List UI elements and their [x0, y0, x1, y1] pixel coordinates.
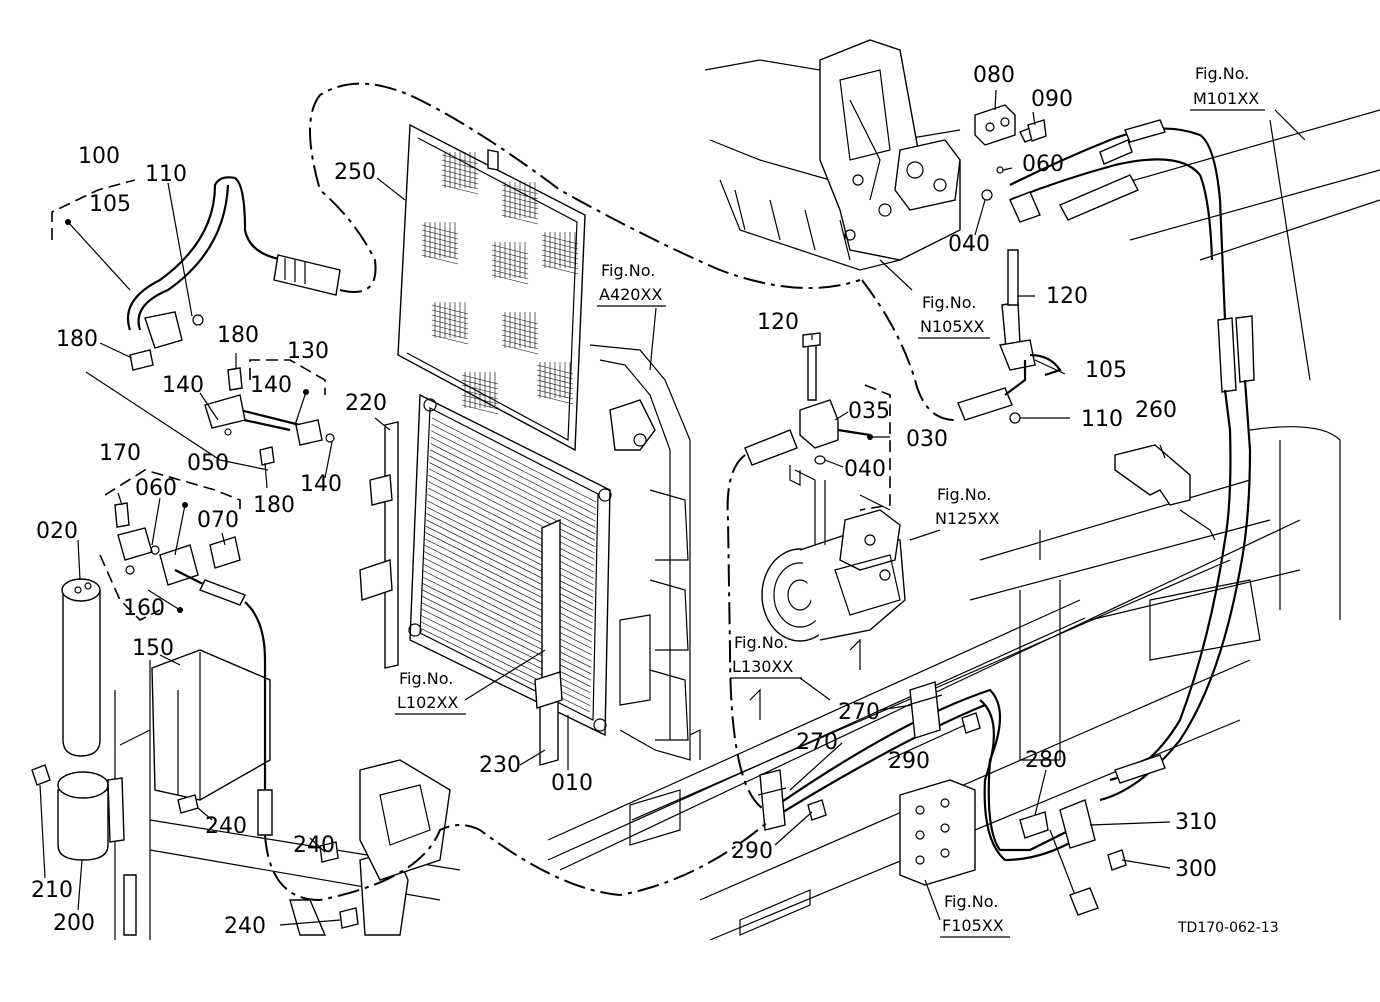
- label-105-right: 105: [1085, 358, 1127, 383]
- label-150: 150: [132, 636, 174, 661]
- bolt-090-part: [1019, 119, 1047, 143]
- pipe-100-part: [126, 176, 341, 371]
- pipe-130-part: [204, 367, 335, 466]
- receiver-drier-020-part: [61, 578, 101, 757]
- part-number-labels: 100 105 110 180 180 130 140 140 180 140 …: [31, 63, 1217, 939]
- oring-060-top: [996, 166, 1004, 174]
- label-290-a: 290: [888, 749, 930, 774]
- label-220: 220: [345, 391, 387, 416]
- label-030: 030: [906, 427, 948, 452]
- fig-code: L102XX: [397, 693, 458, 712]
- fig-label: Fig.No.: [1195, 64, 1249, 83]
- fig-label: Fig.No.: [937, 485, 991, 504]
- screen-250-part: [397, 123, 586, 452]
- oring-040-top: [981, 189, 993, 201]
- fig-label: Fig.No.: [399, 669, 453, 688]
- label-140-c: 140: [300, 472, 342, 497]
- bracket-220-part: [359, 421, 399, 669]
- engine-block: [704, 39, 961, 271]
- fig-ref-m101: Fig.No. M101XX: [1190, 64, 1265, 111]
- bracket-260-part: [1114, 444, 1216, 541]
- label-080: 080: [973, 63, 1015, 88]
- radiator-frame: [589, 344, 691, 761]
- label-240-a: 240: [205, 814, 247, 839]
- drawing-code: TD170-062-13: [1177, 920, 1279, 936]
- fig-label: Fig.No.: [922, 293, 976, 312]
- hose-condenser-top: [309, 82, 861, 293]
- label-140-b: 140: [162, 373, 204, 398]
- fig-code: N105XX: [920, 317, 984, 336]
- label-020: 020: [36, 519, 78, 544]
- fig-ref-a420: Fig.No. A420XX: [597, 261, 666, 307]
- bolt-240-b: [319, 841, 339, 863]
- bracket-230-part: [534, 671, 563, 766]
- drier-bracket-200-part: [31, 764, 125, 861]
- bolt-240-a: [177, 794, 199, 814]
- ac-hose-lower: [757, 681, 1127, 916]
- label-100: 100: [78, 144, 120, 169]
- label-310: 310: [1175, 810, 1217, 835]
- fig-ref-l102: Fig.No. L102XX: [395, 669, 466, 715]
- fig-label: Fig.No.: [601, 261, 655, 280]
- label-040-mid: 040: [844, 457, 886, 482]
- label-035: 035: [848, 399, 890, 424]
- fig-code: M101XX: [1193, 89, 1259, 108]
- label-260: 260: [1135, 398, 1177, 423]
- bolt-240-c: [339, 907, 359, 929]
- label-070: 070: [197, 508, 239, 533]
- compressor-fitting-035: [744, 332, 871, 486]
- condenser-010-part: [408, 393, 612, 737]
- fig-ref-n125: Fig.No. N125XX: [935, 485, 999, 528]
- fig-ref-f105: Fig.No. F105XX: [940, 892, 1010, 938]
- clamp-080-part: [974, 104, 1016, 146]
- label-130: 130: [287, 339, 329, 364]
- label-280: 280: [1025, 748, 1067, 773]
- fittings-050-part: [114, 502, 267, 790]
- label-170: 170: [99, 441, 141, 466]
- label-105-left: 105: [89, 192, 131, 217]
- label-140-a: 140: [250, 373, 292, 398]
- label-180-c: 180: [253, 493, 295, 518]
- label-290-b: 290: [731, 839, 773, 864]
- label-180-a: 180: [56, 327, 98, 352]
- leader-lines: [39, 89, 1306, 926]
- assembly-outlines: [51, 179, 891, 621]
- fig-ref-n105: Fig.No. N105XX: [918, 293, 990, 339]
- label-300: 300: [1175, 857, 1217, 882]
- label-110-left: 110: [145, 162, 187, 187]
- label-230: 230: [479, 753, 521, 778]
- label-160: 160: [123, 596, 165, 621]
- ac-pipe-105-right: [861, 249, 1062, 424]
- label-120-right: 120: [1046, 284, 1088, 309]
- label-200: 200: [53, 911, 95, 936]
- ac-hose-upper-right: [1009, 119, 1255, 802]
- compressor-part: [761, 469, 906, 642]
- fig-label: Fig.No.: [734, 633, 788, 652]
- label-120-left: 120: [757, 310, 799, 335]
- fig-code: F105XX: [942, 916, 1004, 935]
- hose-lower-left: [264, 819, 771, 902]
- label-010: 010: [551, 771, 593, 796]
- label-060-right: 060: [1022, 152, 1064, 177]
- label-050: 050: [187, 451, 229, 476]
- label-240-b: 240: [293, 833, 335, 858]
- fig-label: Fig.No.: [944, 892, 998, 911]
- fig-code: N125XX: [935, 509, 999, 528]
- label-240-c: 240: [224, 914, 266, 939]
- label-090: 090: [1031, 87, 1073, 112]
- hose-240-part: [257, 789, 273, 836]
- label-210: 210: [31, 878, 73, 903]
- fig-code: A420XX: [599, 285, 662, 304]
- fig-code: L130XX: [732, 657, 793, 676]
- label-110-right: 110: [1081, 407, 1123, 432]
- label-040-top: 040: [948, 232, 990, 257]
- label-270-a: 270: [838, 700, 880, 725]
- hose-compressor-left: [726, 454, 766, 811]
- label-180-b: 180: [217, 323, 259, 348]
- label-270-b: 270: [796, 730, 838, 755]
- label-060-left: 060: [135, 476, 177, 501]
- label-250: 250: [334, 160, 376, 185]
- fig-ref-l130: Fig.No. L130XX: [730, 633, 802, 679]
